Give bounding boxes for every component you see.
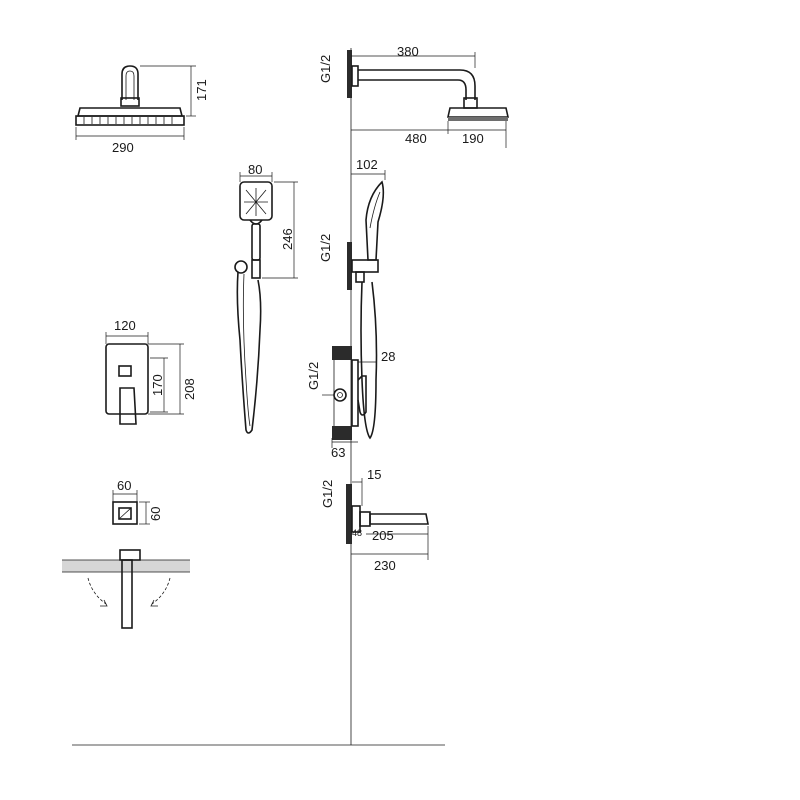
spout-inner-length-label: 205	[372, 528, 394, 543]
mixer-front-view: 120 170 208	[105, 318, 197, 425]
overhead-width-label: 290	[112, 140, 134, 155]
handshower-width-label: 80	[248, 162, 262, 177]
handshower-side-view: 102 G1/2	[318, 157, 386, 440]
overhead-shower-side-view: G1/2 380 480 190	[318, 44, 509, 148]
spout-front-view: 60 60	[112, 478, 163, 525]
thread-label-spout: G1/2	[320, 480, 335, 508]
spout-height-label: 60	[148, 507, 163, 521]
mixer-plate-height-label: 208	[182, 378, 197, 400]
mixer-depth-plate-label: 28	[381, 349, 395, 364]
overhead-shower-front-view: 290 171	[75, 65, 209, 155]
mixer-body-depth-label: 63	[331, 445, 345, 460]
mixer-inner-height-label: 170	[150, 374, 165, 396]
head-width-label: 190	[462, 131, 484, 146]
spout-width-label: 60	[117, 478, 131, 493]
spout-top-label: 15	[367, 467, 381, 482]
projection-label: 480	[405, 131, 427, 146]
spout-wall-offset-label: 48	[352, 528, 362, 538]
mixer-plate-width-label: 120	[114, 318, 136, 333]
mixer-side-view: G1/2 28 63	[306, 346, 395, 460]
spout-side-view: G1/2 15 48 205 230	[320, 467, 429, 573]
spout-total-length-label: 230	[374, 558, 396, 573]
handshower-front-view: 80 246	[234, 162, 298, 434]
handshower-height-label: 246	[280, 228, 295, 250]
arm-length-label: 380	[397, 44, 419, 59]
spout-rotation-view	[62, 549, 190, 629]
handshower-side-width-label: 102	[356, 157, 378, 172]
overhead-height-label: 171	[194, 79, 209, 101]
thread-label-mid: G1/2	[318, 234, 333, 262]
thread-label-top: G1/2	[318, 55, 333, 83]
thread-label-mixer: G1/2	[306, 362, 321, 390]
